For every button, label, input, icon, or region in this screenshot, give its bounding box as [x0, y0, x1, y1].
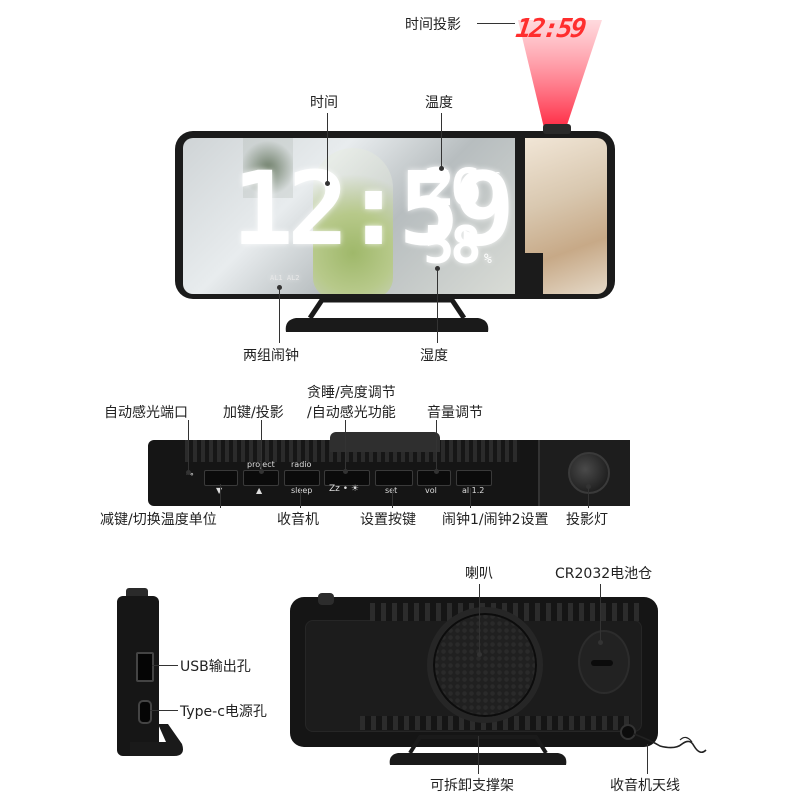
- project-text: project: [247, 460, 275, 469]
- antenna-label: 收音机天线: [610, 778, 680, 794]
- projection-beam: [518, 20, 602, 128]
- set-text: set: [385, 486, 397, 495]
- temperature-label: 温度: [425, 95, 453, 111]
- snooze-brightness-label-2: /自动感光功能: [307, 405, 396, 421]
- projected-time: 12:59: [513, 14, 587, 44]
- battery-compartment[interactable]: [578, 630, 630, 694]
- set-button-label: 设置按键: [360, 512, 416, 528]
- stand-label: 可拆卸支撑架: [430, 778, 514, 794]
- volume-label: 音量调节: [427, 405, 483, 421]
- plus-projection-label: 加键/投影: [223, 405, 284, 421]
- auto-light-port-label: 自动感光端口: [104, 405, 188, 421]
- usb-output-label: USB输出孔: [180, 659, 251, 675]
- radio-text: radio: [291, 460, 312, 469]
- projection-label: 时间投影: [405, 17, 461, 33]
- temperature-unit: °C: [486, 170, 501, 184]
- back-vents-bottom: [360, 716, 630, 730]
- speaker-label: 喇叭: [465, 566, 493, 582]
- vol-text: vol: [425, 486, 437, 495]
- alarm-set-label: 闹钟1/闹钟2设置: [442, 512, 549, 528]
- alarm-button[interactable]: [456, 470, 492, 486]
- battery-label: CR2032电池仓: [555, 566, 653, 582]
- al-text: al 1.2: [462, 486, 485, 495]
- light-sensor-icon: ⊸: [186, 470, 194, 480]
- humidity-label: 湿度: [420, 348, 448, 364]
- radio-label: 收音机: [277, 512, 319, 528]
- alarm-indicators: AL1 AL2: [270, 274, 300, 282]
- down-arrow-icon: ▼: [216, 486, 222, 495]
- projector-light-label: 投影灯: [566, 512, 608, 528]
- typec-power-label: Type-c电源孔: [180, 704, 267, 720]
- sleep-text: sleep: [291, 486, 313, 495]
- front-stand: [285, 298, 489, 332]
- back-top-knob: [318, 593, 334, 605]
- snooze-brightness-icon: Zz • ☀: [329, 484, 359, 494]
- display-time: 12:59: [232, 150, 515, 269]
- humidity-value: 58: [423, 216, 482, 276]
- radio-antenna: [620, 724, 707, 754]
- typec-port[interactable]: [138, 700, 152, 724]
- down-button[interactable]: [204, 470, 238, 486]
- humidity-unit: %: [484, 252, 492, 267]
- projector-panel: [517, 138, 607, 294]
- temperature-value: 26: [423, 158, 482, 218]
- speaker-grille: [427, 607, 543, 723]
- projector-lens: [543, 124, 571, 134]
- radio-sleep-button[interactable]: [284, 470, 320, 486]
- time-label: 时间: [310, 95, 338, 111]
- set-button[interactable]: [375, 470, 413, 486]
- side-stand: [130, 724, 183, 756]
- battery-slot: [591, 660, 613, 666]
- up-arrow-icon: ▲: [256, 486, 263, 495]
- snooze-brightness-label-1: 贪睡/亮度调节: [307, 385, 396, 401]
- mirror-display: [183, 138, 515, 294]
- top-housing-bump: [330, 432, 440, 452]
- usb-port[interactable]: [136, 652, 154, 682]
- minus-temp-unit-label: 减键/切换温度单位: [100, 512, 217, 528]
- dual-alarm-label: 两组闹钟: [243, 348, 299, 364]
